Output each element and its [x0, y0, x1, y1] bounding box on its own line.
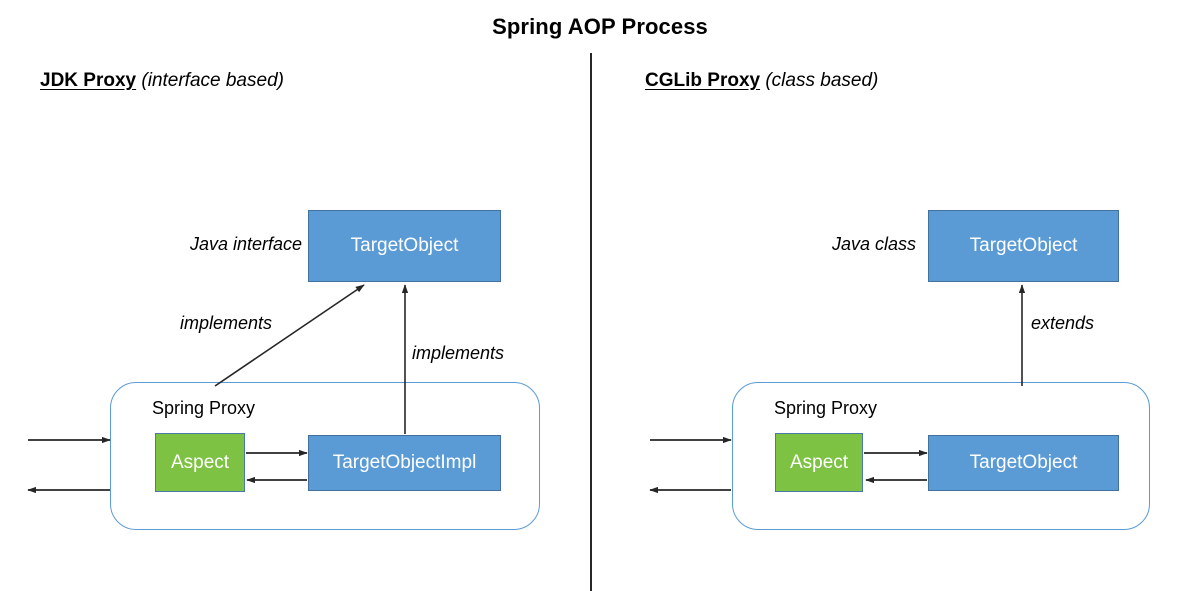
jdk-implements-diagonal-arrow [214, 284, 365, 387]
cglib-target-object-label: TargetObject [969, 235, 1078, 256]
jdk-target-object-box[interactable]: TargetObject [308, 210, 501, 282]
jdk-target-object-impl-label: TargetObjectImpl [332, 452, 477, 473]
section-header-jdk-subtitle: (interface based) [141, 70, 284, 91]
jdk-aspect-box[interactable]: Aspect [155, 433, 245, 492]
section-header-cglib-title: CGLib Proxy [645, 70, 761, 91]
jdk-spring-proxy-label: Spring Proxy [152, 398, 256, 418]
cglib-aspect-label: Aspect [789, 451, 849, 473]
cglib-spring-proxy-label: Spring Proxy [774, 398, 878, 418]
jdk-target-object-label: TargetObject [350, 235, 459, 256]
section-header-jdk-title: JDK Proxy [40, 70, 137, 91]
cglib-target-object-box[interactable]: TargetObject [928, 210, 1119, 282]
annotation-java-class: Java class [832, 234, 917, 254]
cglib-spring-proxy-container[interactable] [732, 382, 1150, 530]
jdk-aspect-label: Aspect [170, 451, 230, 473]
cglib-aspect-box[interactable]: Aspect [775, 433, 863, 492]
cglib-target-object-inner-label: TargetObject [969, 452, 1078, 473]
cglib-target-object-inner-box[interactable]: TargetObject [928, 435, 1119, 491]
section-header-jdk: JDK Proxy (interface based) [40, 70, 284, 92]
section-header-cglib-subtitle: (class based) [765, 70, 879, 91]
page-title: Spring AOP Process [492, 14, 708, 39]
annotation-java-interface: Java interface [190, 234, 303, 254]
edge-label-implements-diagonal: implements [180, 313, 273, 333]
section-header-cglib: CGLib Proxy (class based) [645, 70, 878, 92]
panel-divider [590, 53, 592, 591]
edge-label-extends: extends [1031, 313, 1095, 333]
edge-label-implements-vertical: implements [412, 343, 505, 363]
jdk-target-object-impl-box[interactable]: TargetObjectImpl [308, 435, 501, 491]
